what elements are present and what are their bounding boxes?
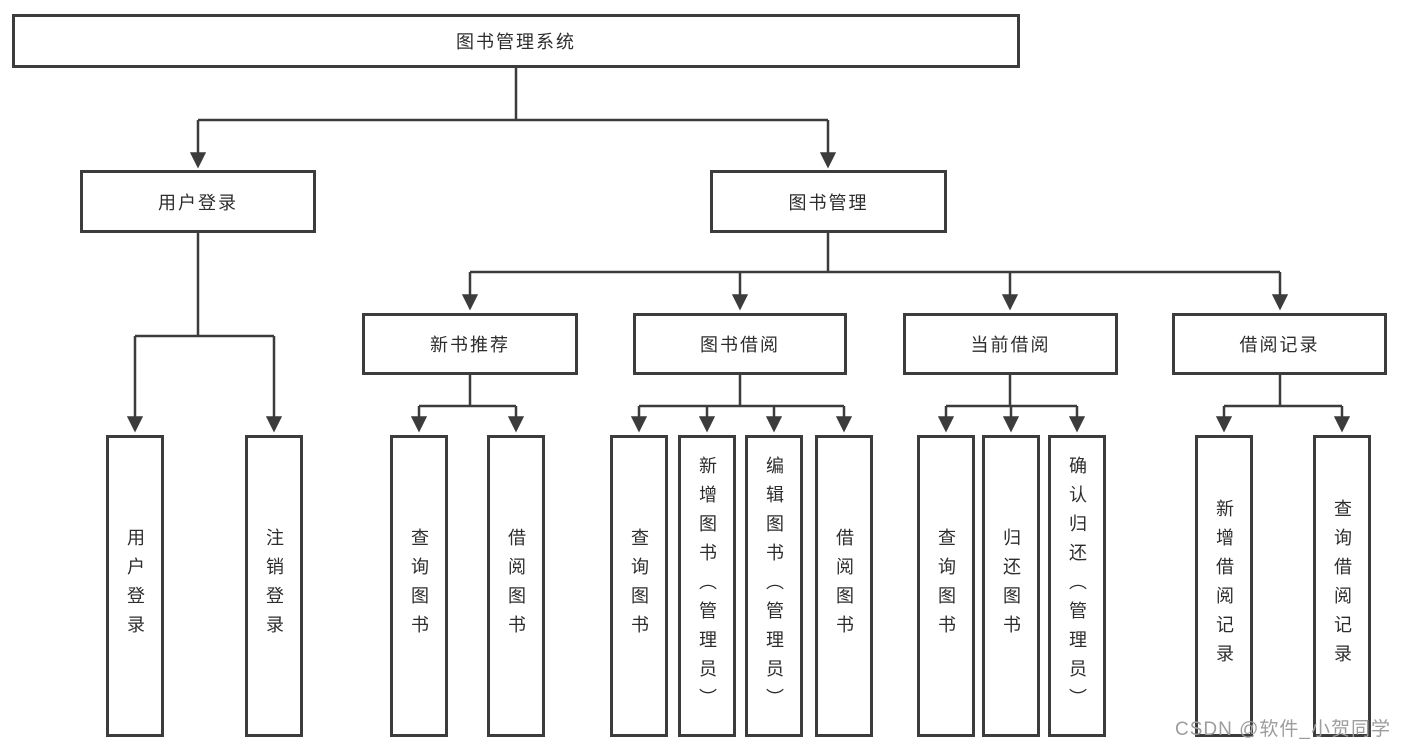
node-new-book-recommend: 新书推荐 <box>362 313 578 375</box>
leaf-add-book-admin: 新增图书（管理员） <box>678 435 736 737</box>
leaf-logout: 注销登录 <box>245 435 303 737</box>
leaf-borrow-books-rec: 借阅图书 <box>487 435 545 737</box>
leaf-query-books-borrow: 查询图书 <box>610 435 668 737</box>
connector-root-to-level2 <box>189 68 837 169</box>
node-book-management: 图书管理 <box>710 170 947 233</box>
leaf-confirm-return-admin: 确认归还（管理员） <box>1048 435 1106 737</box>
node-borrow-records: 借阅记录 <box>1172 313 1387 375</box>
leaf-borrow-books: 借阅图书 <box>815 435 873 737</box>
leaf-edit-book-admin: 编辑图书（管理员） <box>745 435 803 737</box>
connector-book-mgmt-children <box>461 233 1289 311</box>
node-book-borrow: 图书借阅 <box>633 313 847 375</box>
node-user-login: 用户登录 <box>80 170 316 233</box>
leaf-user-login: 用户登录 <box>106 435 164 737</box>
connector-new-rec-children <box>410 375 525 433</box>
connector-current-children <box>937 375 1086 433</box>
leaf-return-book: 归还图书 <box>982 435 1040 737</box>
leaf-add-borrow-record: 新增借阅记录 <box>1195 435 1253 737</box>
leaf-query-borrow-record: 查询借阅记录 <box>1313 435 1371 737</box>
node-library-system: 图书管理系统 <box>12 14 1020 68</box>
leaf-query-books-current: 查询图书 <box>917 435 975 737</box>
leaf-query-books-rec: 查询图书 <box>390 435 448 737</box>
connector-user-login-children <box>126 233 283 433</box>
connector-records-children <box>1215 375 1351 433</box>
node-current-borrow: 当前借阅 <box>903 313 1118 375</box>
connector-borrow-children <box>630 375 853 433</box>
csdn-watermark: CSDN @软件_小贺同学 <box>1175 719 1391 740</box>
